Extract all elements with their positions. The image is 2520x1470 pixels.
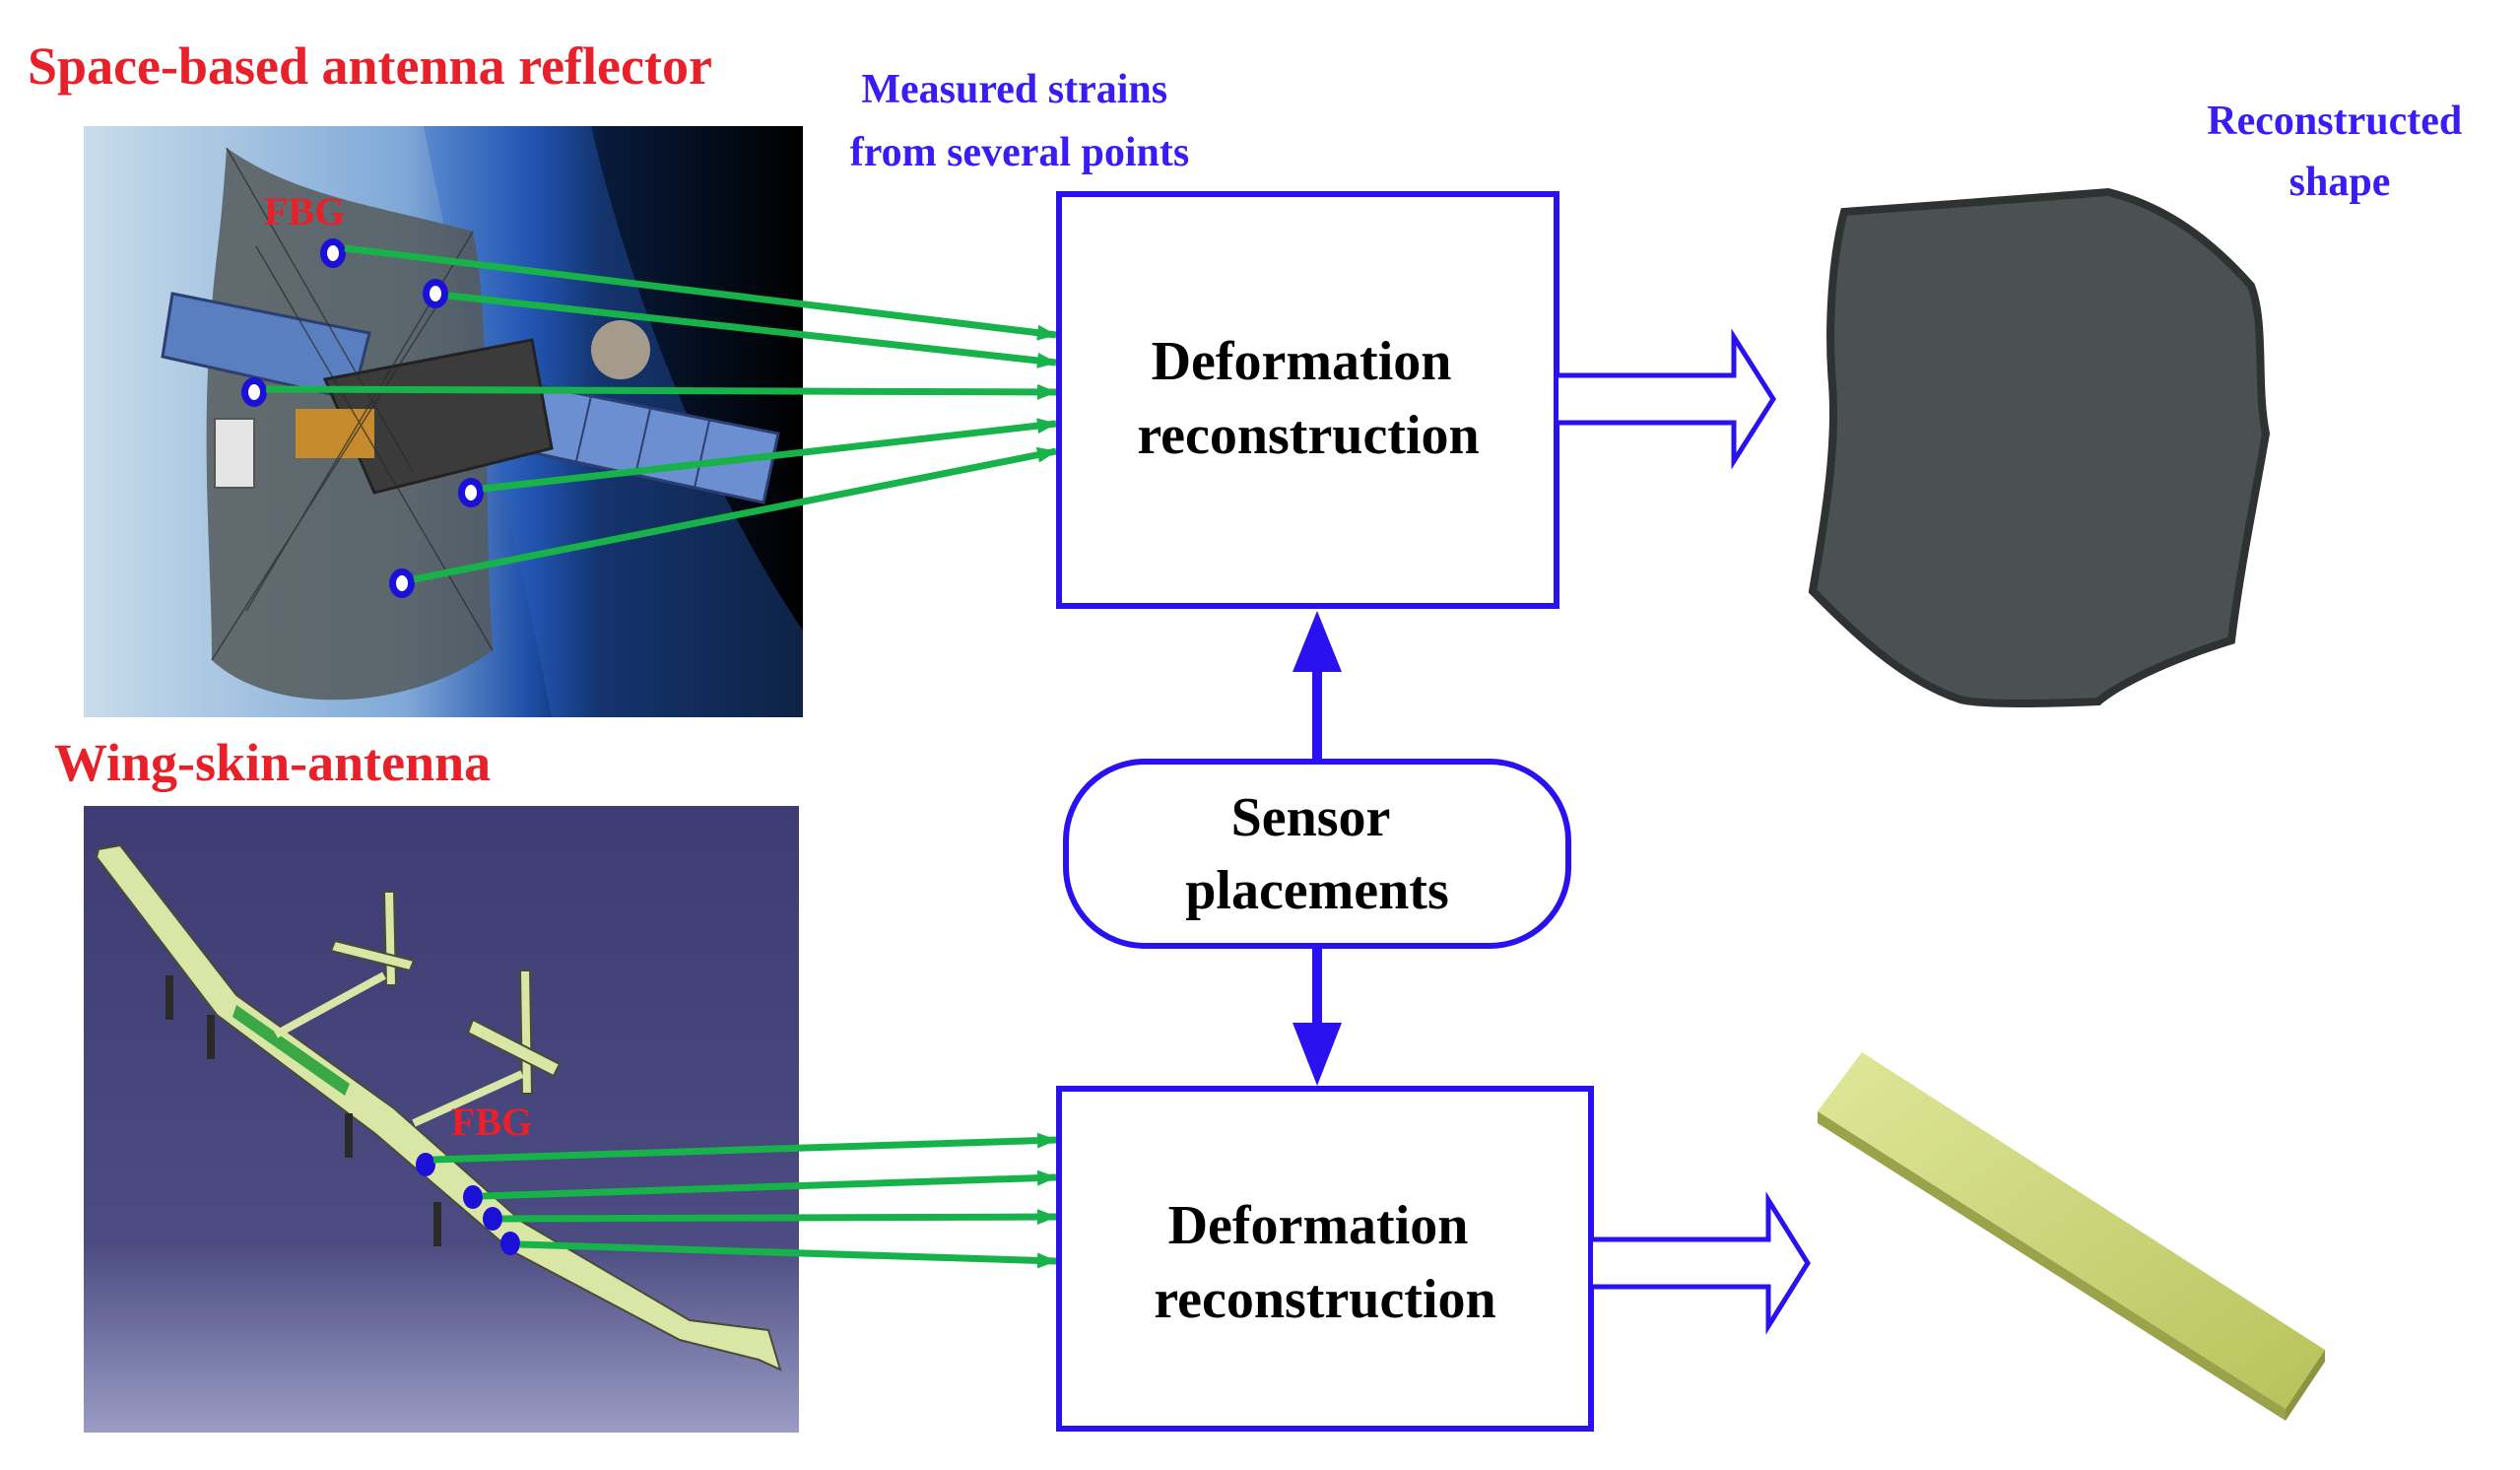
sensor-to-bottom-arrow: [1293, 946, 1342, 1086]
fbg-sensor: [416, 1153, 435, 1176]
reconstructed-shape-line2: shape: [2289, 160, 2391, 205]
measured-strains-line2: from several points: [850, 130, 1190, 175]
reconstructed-shape-label: Reconstructed shape: [2207, 99, 2472, 205]
deformation-box-top-text: Deformation reconstruction: [1137, 331, 1479, 466]
space-antenna-image: [84, 126, 803, 717]
deformation-top-line1: Deformation: [1152, 331, 1452, 392]
fbg-sensors-top: [241, 238, 484, 598]
reconstructed-wing-beam: [1818, 1052, 2325, 1421]
wing-skin-title: Wing-skin-antenna: [54, 733, 491, 792]
space-reflector-title: Space-based antenna reflector: [28, 36, 712, 96]
sensor-to-top-arrow: [1293, 611, 1342, 762]
moon-icon: [591, 320, 650, 379]
output-arrow-bottom: [1593, 1191, 1811, 1335]
measured-strains-label: Measured strains from several points: [850, 67, 1190, 175]
fbg-label-bottom: FBG: [451, 1100, 532, 1144]
sensor-line1: Sensor: [1231, 787, 1390, 848]
reconstructed-reflector-shape: [1808, 187, 2271, 708]
fbg-sensor: [463, 1185, 483, 1209]
deformation-box-bottom-text: Deformation reconstruction: [1154, 1195, 1495, 1330]
strain-arrows-top: [265, 244, 1057, 583]
measured-strains-line1: Measured strains: [861, 67, 1167, 112]
fbg-label-top: FBG: [264, 189, 345, 234]
fbg-sensors-bottom: [416, 1153, 520, 1255]
fbg-sensor: [500, 1232, 520, 1255]
wing-main: [95, 843, 782, 1371]
wing-antenna-image: [84, 806, 799, 1433]
deformation-top-line2: reconstruction: [1137, 405, 1479, 466]
fbg-sensor: [483, 1207, 502, 1231]
sensor-line2: placements: [1185, 860, 1449, 921]
deformation-box-top: [1056, 191, 1559, 609]
deformation-bottom-line2: reconstruction: [1154, 1269, 1495, 1330]
reconstructed-shape-line1: Reconstructed: [2207, 99, 2462, 144]
strain-arrows-bottom: [432, 1132, 1057, 1269]
deformation-box-bottom: [1056, 1086, 1594, 1432]
sensor-placements-text: Sensor placements: [1185, 787, 1449, 921]
output-arrow-top: [1558, 328, 1776, 470]
deformation-bottom-line1: Deformation: [1168, 1195, 1469, 1256]
